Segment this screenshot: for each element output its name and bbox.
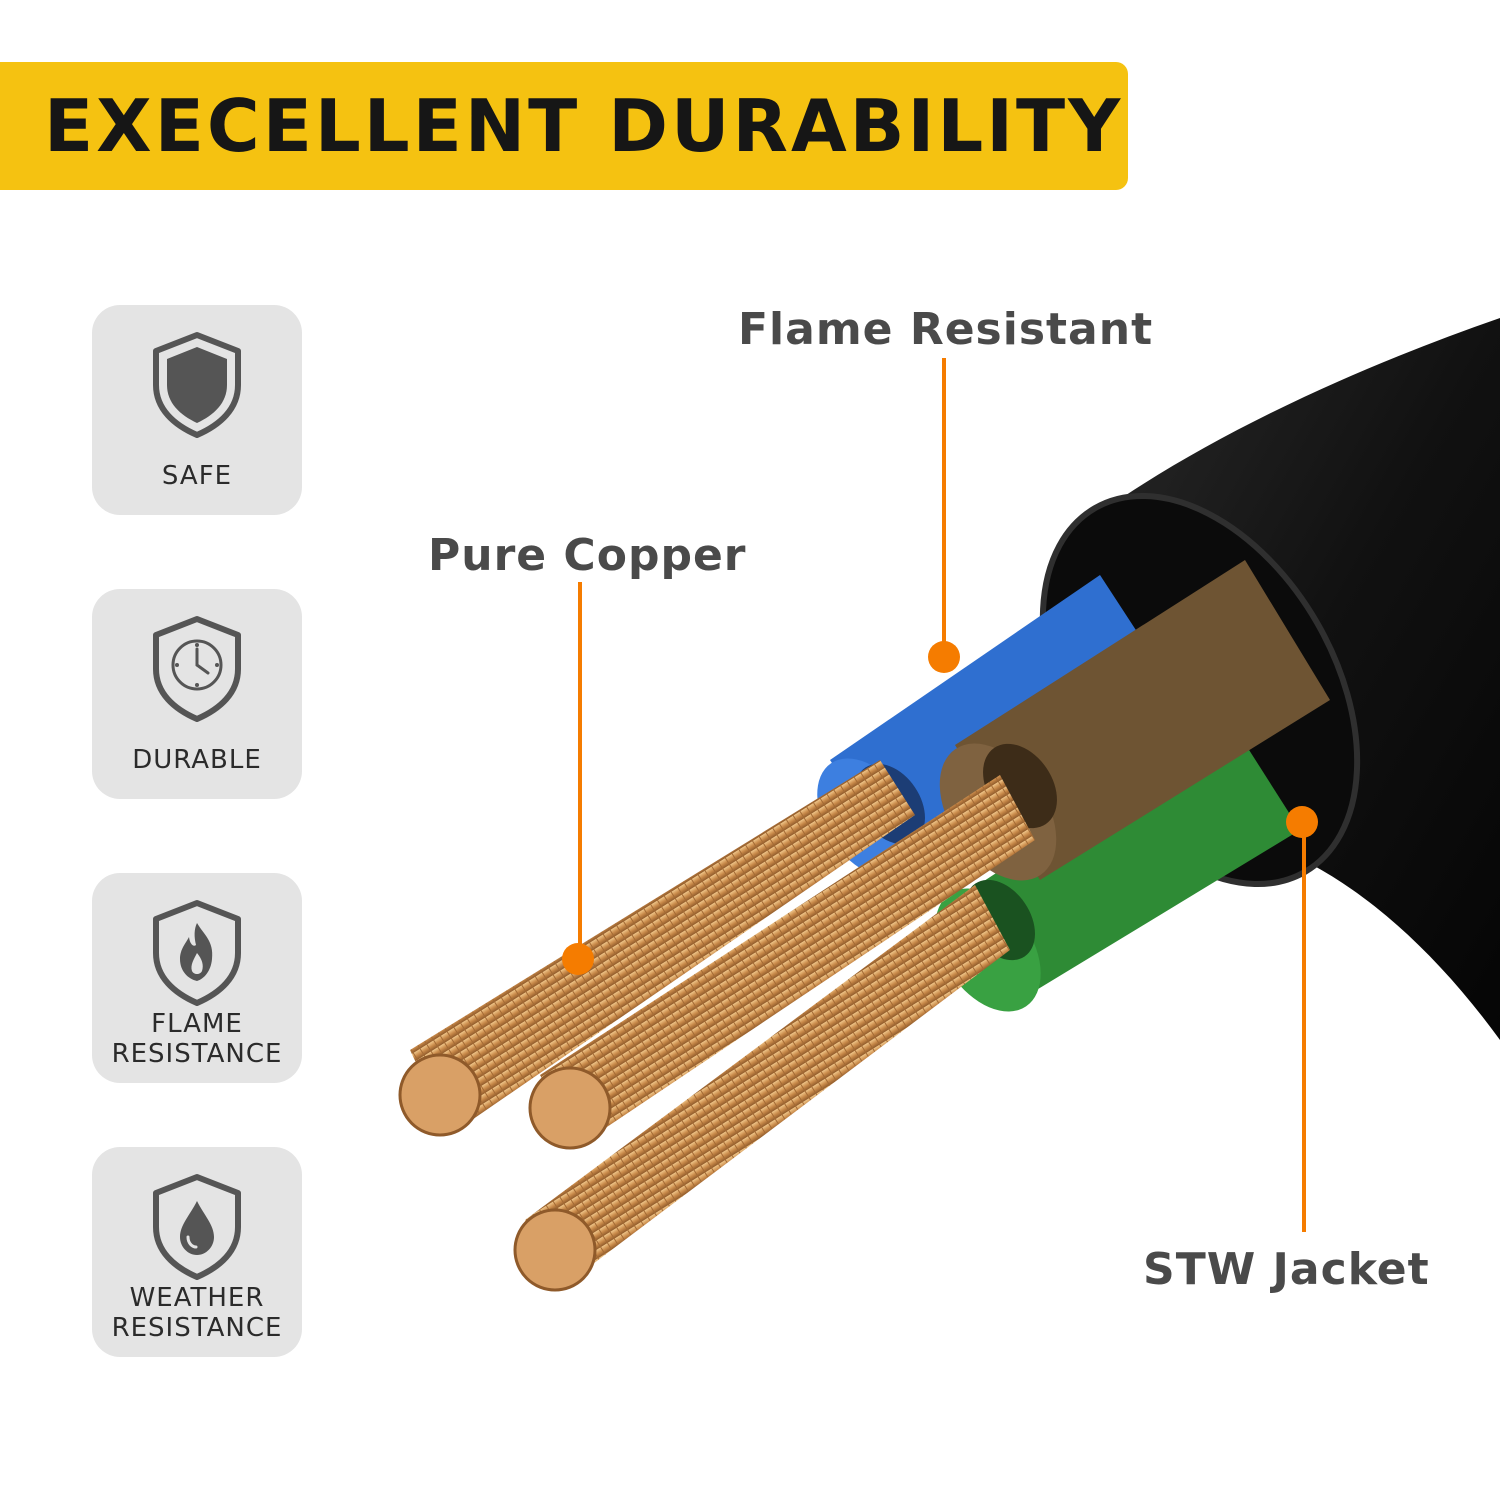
- feature-card-weather-resistance: WEATHER RESISTANCE: [92, 1147, 302, 1357]
- copper-conductor-2: [528, 775, 1035, 1150]
- feature-label-safe: SAFE: [161, 461, 233, 491]
- shield-icon: [153, 332, 241, 438]
- callout-leader-flame-resistant: [928, 358, 960, 673]
- feature-label-weather-resistance: WEATHER RESISTANCE: [92, 1283, 302, 1343]
- copper-conductor-1: [398, 760, 915, 1137]
- callout-stw-jacket: STW Jacket: [1143, 1244, 1430, 1295]
- feature-label-durable: DURABLE: [132, 745, 262, 775]
- shield-water-drop-icon: [153, 1174, 241, 1280]
- callout-leader-pure-copper: [562, 582, 594, 975]
- feature-card-flame-resistance: FLAME RESISTANCE: [92, 873, 302, 1083]
- feature-label-line: RESISTANCE: [111, 1039, 283, 1069]
- feature-card-safe: SAFE: [92, 305, 302, 515]
- feature-label-flame-resistance: FLAME RESISTANCE: [92, 1009, 302, 1069]
- title-banner: EXECELLENT DURABILITY: [0, 62, 1128, 190]
- feature-label-line: RESISTANCE: [111, 1313, 283, 1343]
- shield-flame-icon: [153, 900, 241, 1006]
- feature-card-durable: DURABLE: [92, 589, 302, 799]
- callout-leader-stw-jacket: [1286, 806, 1318, 1232]
- shield-clock-icon: [153, 616, 241, 722]
- callout-flame-resistant: Flame Resistant: [738, 304, 1154, 355]
- feature-label-line: WEATHER: [129, 1283, 265, 1313]
- copper-conductor-3: [513, 885, 1010, 1292]
- callout-pure-copper: Pure Copper: [428, 530, 747, 581]
- banner-title: EXECELLENT DURABILITY: [44, 84, 1124, 168]
- feature-label-line: FLAME: [151, 1009, 243, 1039]
